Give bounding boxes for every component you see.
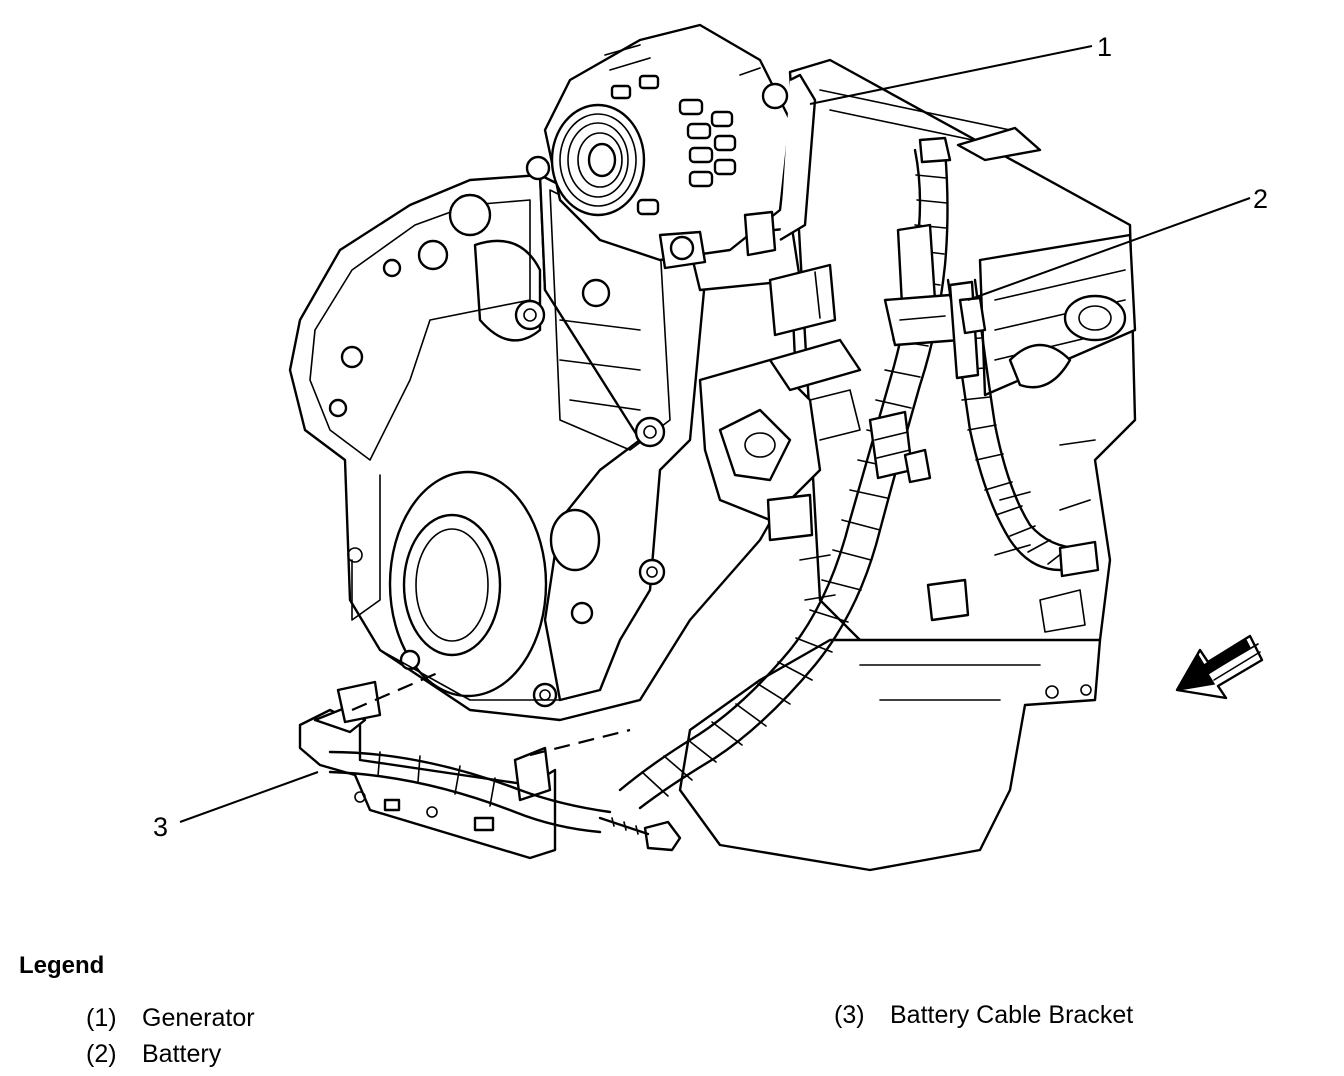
engine-middle-parts (698, 338, 862, 601)
legend-item-battery-cable-bracket: (3) Battery Cable Bracket (834, 1000, 1133, 1030)
callout-2-label: 2 (1253, 184, 1268, 214)
legend-title: Legend (19, 952, 105, 979)
battery-cable (618, 136, 1100, 810)
callout-3-label: 3 (153, 812, 168, 842)
callout-3-leader (179, 771, 319, 823)
generator (525, 23, 817, 270)
legend-item-text: Battery Cable Bracket (890, 1001, 1134, 1029)
callout-1-label: 1 (1097, 32, 1112, 62)
legend-item-number: (3) (834, 1001, 865, 1029)
callout-2-leader (967, 197, 1251, 301)
callout-1-leader (809, 45, 1093, 105)
legend-item-number: (1) (86, 1004, 117, 1032)
legend-item-battery: (2) Battery (86, 1039, 221, 1069)
front-direction-arrow-icon (1175, 634, 1264, 700)
legend-item-text: Generator (142, 1004, 255, 1032)
battery-cable-bracket (298, 670, 682, 860)
legend-item-number: (2) (86, 1040, 117, 1068)
legend-item-text: Battery (142, 1040, 222, 1068)
engine-illustration: 1 2 3 (153, 23, 1268, 872)
legend-item-generator: (1) Generator (86, 1003, 255, 1033)
